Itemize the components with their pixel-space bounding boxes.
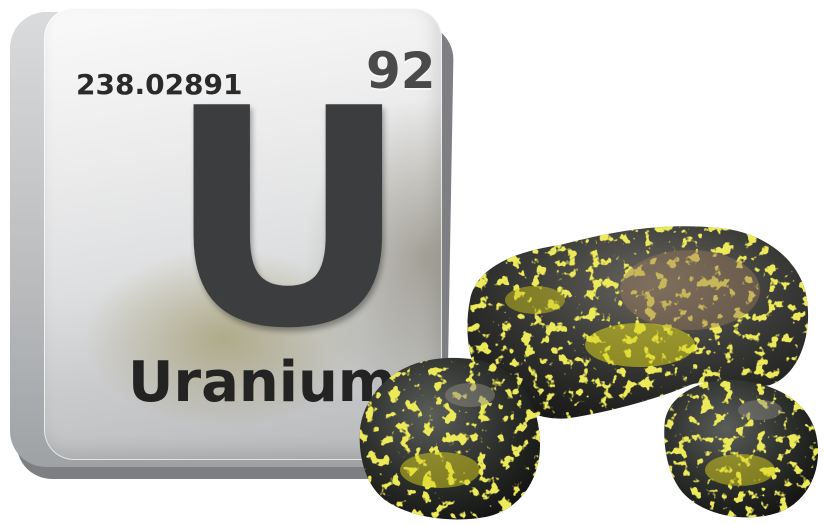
ore-rock-large <box>467 226 809 419</box>
atomic-number: 92 <box>366 42 436 100</box>
ore-rock-left <box>359 357 540 520</box>
ore-rock-right <box>664 379 819 518</box>
element-symbol: U <box>166 45 410 394</box>
atomic-mass: 238.02891 <box>76 68 243 101</box>
element-tile <box>44 8 442 460</box>
element-name: Uranium <box>128 350 397 415</box>
